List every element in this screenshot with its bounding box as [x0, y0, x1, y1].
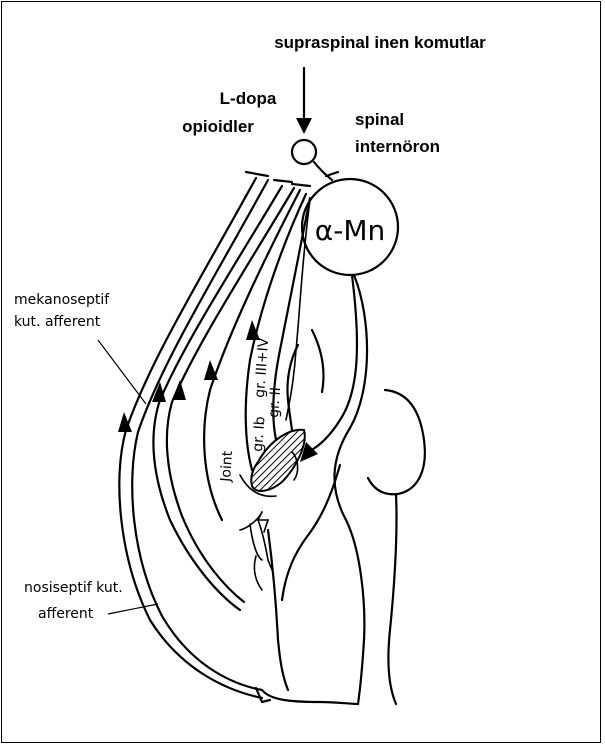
interneuron-cell	[292, 140, 316, 164]
spinal-label: spinal	[355, 110, 404, 129]
fiber-label-gr-ii: gr. II	[266, 387, 284, 419]
mechanoceptive-leader-line	[98, 340, 146, 404]
supraspinal-arrow	[296, 68, 312, 134]
nociceptive-label-line2: afferent	[38, 606, 94, 622]
nociceptive-leader-line	[108, 604, 158, 614]
supraspinal-command-label: supraspinal inen komutlar	[274, 33, 486, 52]
afferent-arrowheads	[118, 320, 260, 432]
afferent-fibers	[119, 172, 310, 698]
opioids-label: opioidler	[182, 117, 254, 136]
interneuron-label: internöron	[355, 137, 440, 156]
efferent-pathway	[308, 275, 357, 452]
mechanoceptive-label-line2: kut. afferent	[14, 314, 101, 330]
mechanoceptive-label-line1: mekanoseptif	[14, 292, 110, 308]
alpha-motoneuron-label: α-Mn	[315, 214, 385, 247]
ldopa-label: L-dopa	[220, 89, 277, 108]
nociceptive-label-line1: nosiseptif kut.	[24, 580, 123, 596]
fiber-label-gr-ib: gr. Ib	[250, 416, 268, 452]
fiber-label-joint: Joint	[218, 450, 236, 483]
interneuron-synapse	[314, 162, 332, 180]
